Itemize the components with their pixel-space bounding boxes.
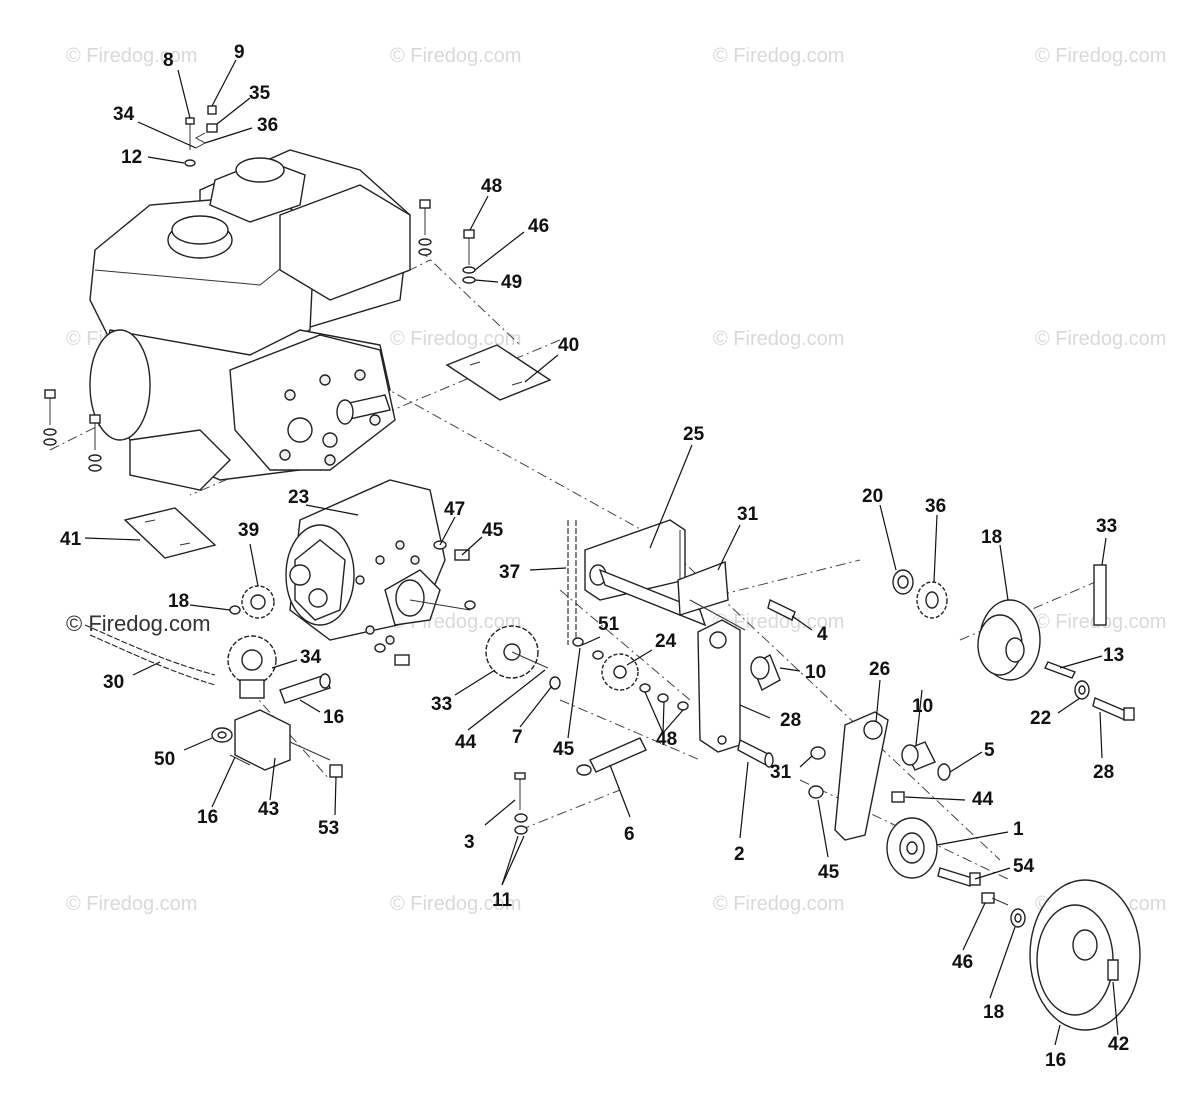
- callout-label: 40: [558, 335, 579, 356]
- callout-label: 28: [780, 710, 801, 731]
- watermark: © Firedog.com: [390, 893, 521, 915]
- callout-label: 16: [323, 707, 344, 728]
- callout-label: 31: [770, 762, 792, 783]
- callout-label: 47: [444, 499, 465, 520]
- callout-label: 36: [925, 496, 946, 517]
- callout-label: 28: [1093, 762, 1114, 783]
- left-drive-parts: [84, 585, 343, 778]
- callout-label: 18: [168, 591, 189, 612]
- watermark-dark: © Firedog.com: [66, 611, 211, 636]
- callout-label: 36: [257, 115, 278, 136]
- callout-label: 16: [197, 807, 218, 828]
- callout-label: 9: [234, 42, 245, 63]
- leader-lines: [84, 59, 1119, 1046]
- callout-label: 18: [983, 1002, 1004, 1023]
- callout-label: 45: [818, 862, 840, 883]
- callout-label: 41: [60, 529, 82, 550]
- callout-label: 34: [300, 647, 322, 668]
- callout-label: 33: [431, 694, 452, 715]
- watermark: © Firedog.com: [713, 611, 844, 633]
- callout-label: 49: [501, 272, 522, 293]
- callout-label: 44: [972, 789, 994, 810]
- watermark: © Firedog.com: [66, 893, 197, 915]
- callout-label: 54: [1013, 856, 1035, 877]
- callout-label: 45: [482, 520, 504, 541]
- callout-label: 53: [318, 818, 339, 839]
- engine-assembly: [43, 105, 476, 491]
- watermark: © Firedog.com: [66, 45, 197, 67]
- callout-label: 48: [656, 729, 677, 750]
- gearbox-assembly: [285, 479, 476, 666]
- callout-label: 46: [528, 216, 549, 237]
- callout-label: 16: [1045, 1050, 1066, 1071]
- watermark: © Firedog.com: [713, 328, 844, 350]
- callout-label: 10: [912, 696, 933, 717]
- callout-label: 33: [1096, 516, 1117, 537]
- callout-label: 8: [163, 50, 174, 71]
- callout-label: 22: [1030, 708, 1051, 729]
- callout-label: 43: [258, 799, 279, 820]
- callout-label: 25: [683, 424, 705, 445]
- callout-label: 18: [981, 527, 1002, 548]
- callout-label: 12: [121, 147, 142, 168]
- callout-label: 23: [288, 487, 309, 508]
- callout-label: 24: [655, 631, 677, 652]
- bracket-parts: [584, 519, 951, 841]
- callout-label: 11: [492, 890, 513, 911]
- middle-drive-parts: [485, 520, 689, 835]
- callout-label: 6: [624, 824, 635, 845]
- callout-label: 1: [1013, 819, 1024, 840]
- callout-label: 34: [113, 104, 135, 125]
- mounting-plates: [123, 344, 552, 559]
- callout-label: 5: [984, 740, 995, 761]
- callout-label: 4: [817, 624, 828, 645]
- callout-label: 7: [512, 727, 523, 748]
- callout-label: 26: [869, 659, 890, 680]
- callout-label: 51: [598, 614, 620, 635]
- callout-label: 37: [499, 562, 520, 583]
- callout-label: 31: [737, 504, 759, 525]
- callout-label: 42: [1108, 1034, 1129, 1055]
- watermark: © Firedog.com: [713, 893, 844, 915]
- callout-label: 48: [481, 176, 502, 197]
- callout-label: 35: [249, 83, 271, 104]
- callout-label: 30: [103, 672, 124, 693]
- callout-label: 13: [1103, 645, 1124, 666]
- watermark: © Firedog.com: [1035, 45, 1166, 67]
- watermark: © Firedog.com: [390, 45, 521, 67]
- watermark: © Firedog.com: [390, 328, 521, 350]
- callout-label: 39: [238, 520, 259, 541]
- callout-label: 50: [154, 749, 175, 770]
- callout-label: 44: [455, 732, 477, 753]
- pulley-parts: [886, 564, 1141, 1031]
- callout-label: 3: [464, 832, 475, 853]
- watermark: © Firedog.com: [713, 45, 844, 67]
- callout-label: 2: [734, 844, 745, 865]
- callout-labels: 8 9 35 34 36 12 48 46 49 40 41 23 47 45 …: [60, 42, 1129, 1071]
- callout-label: 45: [553, 739, 575, 760]
- callout-label: 20: [862, 486, 883, 507]
- watermark: © Firedog.com: [1035, 328, 1166, 350]
- callout-label: 10: [805, 662, 826, 683]
- callout-label: 46: [952, 952, 973, 973]
